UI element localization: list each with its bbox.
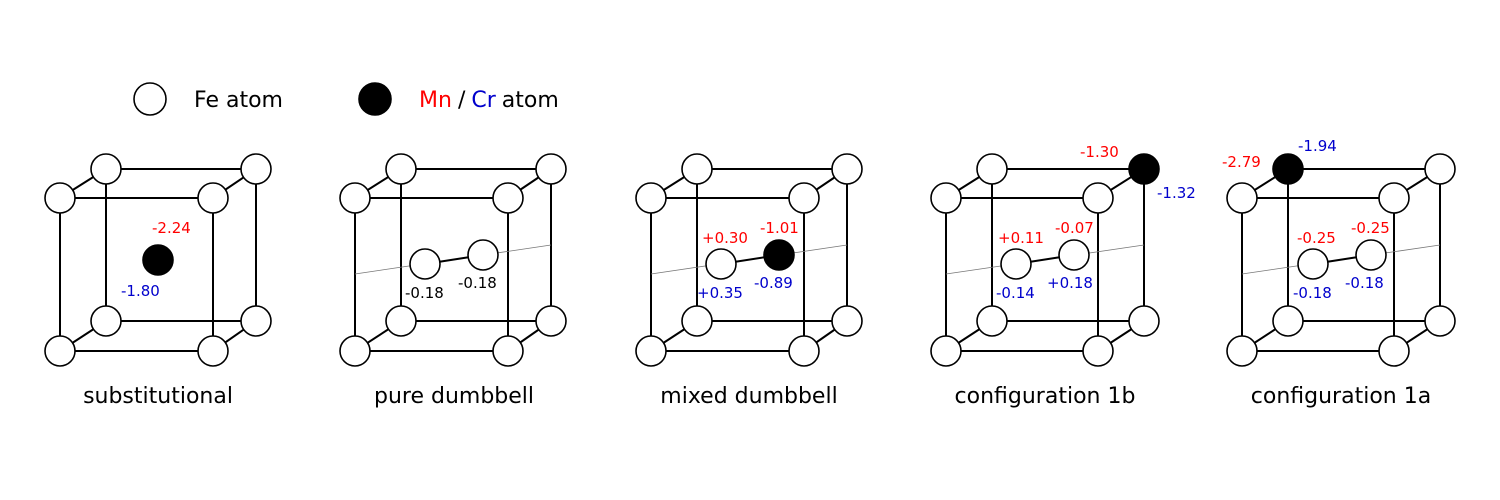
value-label: -2.79	[1222, 153, 1261, 171]
panel-caption: substitutional	[83, 384, 233, 409]
solute-atom	[763, 239, 795, 271]
value-label: -0.18	[1345, 274, 1384, 292]
panel-caption: pure dumbbell	[374, 384, 534, 409]
fe-atoms	[930, 153, 1160, 367]
value-label: -0.18	[1293, 284, 1332, 302]
value-label: +0.18	[1047, 274, 1093, 292]
panel-pure-dumbbell: -0.18 -0.18 pure dumbbell	[339, 153, 567, 409]
value-label: -2.24	[152, 219, 191, 237]
solute-atom-legend-icon	[358, 82, 392, 116]
fe-atoms	[1226, 153, 1456, 367]
value-label: +0.11	[998, 229, 1044, 247]
mn-legend-label: Mn	[419, 88, 452, 113]
solute-atom	[1128, 153, 1160, 185]
solute-atom	[142, 244, 174, 276]
value-label: -0.25	[1351, 219, 1390, 237]
fe-atoms	[339, 153, 567, 367]
value-label: +0.30	[702, 229, 748, 247]
value-label: -1.80	[121, 282, 160, 300]
value-label: -0.14	[996, 284, 1035, 302]
value-label: -0.07	[1055, 219, 1094, 237]
fe-atoms	[635, 153, 863, 367]
cr-legend-label: Cr	[471, 88, 496, 113]
panel-configuration-1a: -2.79 -1.94 -0.25 -0.25 -0.18 -0.18 conf…	[1222, 137, 1456, 409]
legend-slash: /	[458, 88, 466, 113]
fe-atom-legend-icon	[133, 82, 167, 116]
value-label: -0.25	[1297, 229, 1336, 247]
panel-caption: mixed dumbbell	[660, 384, 837, 409]
fe-atoms	[44, 153, 272, 367]
panel-substitutional: -2.24 -1.80 substitutional	[44, 153, 272, 409]
value-label: +0.35	[697, 284, 743, 302]
solute-atom	[1272, 153, 1304, 185]
fe-atom-legend-label: Fe atom	[194, 88, 283, 113]
panel-caption: configuration 1b	[955, 384, 1136, 409]
panel-mixed-dumbbell: +0.30 -1.01 +0.35 -0.89 mixed dumbbell	[635, 153, 863, 409]
value-label: -0.18	[405, 284, 444, 302]
value-label: -0.89	[754, 274, 793, 292]
value-label: -0.18	[458, 274, 497, 292]
value-label: -1.32	[1157, 184, 1196, 202]
panel-caption: configuration 1a	[1251, 384, 1431, 409]
value-label: -1.01	[760, 219, 799, 237]
panel-configuration-1b: -1.30 -1.32 +0.11 -0.07 -0.14 +0.18 conf…	[930, 143, 1196, 409]
atom-legend-word: atom	[502, 88, 559, 113]
value-label: -1.94	[1298, 137, 1337, 155]
value-label: -1.30	[1080, 143, 1119, 161]
